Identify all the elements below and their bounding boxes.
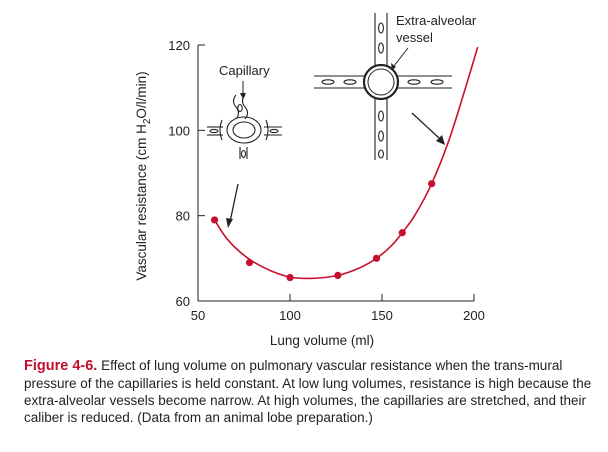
figure-caption: Figure 4-6. Effect of lung volume on pul… (24, 357, 594, 426)
data-point (245, 259, 254, 267)
x-axis-title: Lung volume (ml) (270, 333, 374, 348)
extra-alveolar-to-curve-arrow (411, 112, 440, 139)
data-point (372, 254, 381, 262)
x-tick-label: 150 (371, 308, 393, 323)
extra-alveolar-to-curve-arrowhead (436, 135, 445, 145)
extra-alveolar-illustration (314, 13, 452, 160)
capillary-to-curve-arrowhead (226, 218, 233, 228)
data-point (398, 229, 406, 237)
x-tick-label: 50 (191, 308, 205, 323)
data-point (286, 273, 294, 282)
y-tick-label: 100 (168, 123, 190, 138)
x-tick-label: 200 (463, 308, 485, 323)
y-ticks: 60 80 100 120 (168, 38, 205, 309)
y-tick-label: 80 (176, 209, 190, 224)
extra-alveolar-label-line1: Extra-alveolar (396, 13, 477, 28)
y-axis-title: Vascular resistance (cm H2O/l/min) (134, 71, 153, 280)
data-point (334, 271, 342, 279)
figure-caption-text: Effect of lung volume on pulmonary vascu… (24, 358, 592, 425)
series-curve (213, 46, 479, 280)
y-tick-label: 120 (168, 38, 190, 53)
extra-alveolar-pointer-arrowhead (391, 63, 396, 70)
extra-alveolar-label-pointer (393, 47, 409, 67)
capillary-pointer-arrowhead (240, 93, 246, 99)
data-point (210, 216, 219, 224)
capillary-to-curve-arrow (229, 183, 239, 223)
axes (197, 45, 474, 302)
y-tick-label: 60 (176, 294, 190, 309)
extra-alveolar-label-line2: vessel (396, 30, 433, 45)
data-points (210, 180, 436, 282)
capillary-label: Capillary (219, 63, 270, 78)
x-tick-label: 100 (279, 308, 301, 323)
capillary-illustration (207, 94, 282, 159)
figure-label: Figure 4-6. (24, 358, 98, 374)
data-point (428, 180, 436, 188)
x-ticks: 50 100 150 200 (191, 294, 485, 323)
